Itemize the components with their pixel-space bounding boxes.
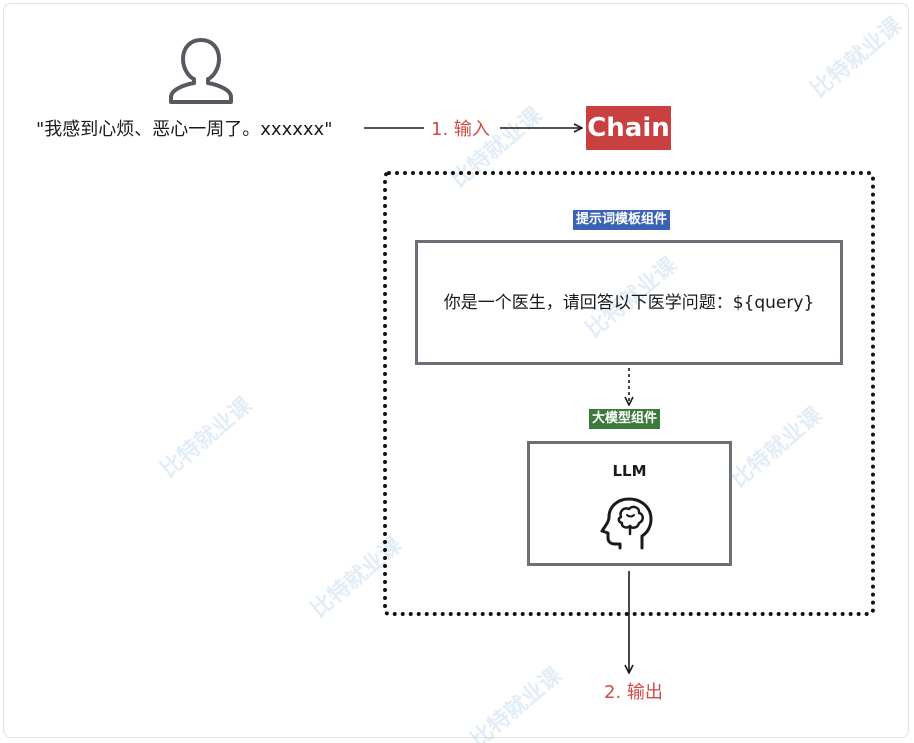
llm-box: LLM xyxy=(527,441,732,566)
prompt-template-box: 你是一个医生，请回答以下医学问题：${query} xyxy=(415,240,843,365)
user-input-text: "我感到心烦、恶心一周了。xxxxxx" xyxy=(36,119,333,140)
step-output-label: 2. 输出 xyxy=(604,682,663,703)
user-icon xyxy=(169,38,233,104)
prompt-template-tag: 提示词模板组件 xyxy=(573,210,671,230)
llm-component-tag: 大模型组件 xyxy=(589,409,661,429)
step-input-label: 1. 输入 xyxy=(431,119,490,140)
brain-head-icon xyxy=(600,497,653,550)
chain-box: Chain xyxy=(586,106,671,150)
prompt-template-text: 你是一个医生，请回答以下医学问题：${query} xyxy=(443,292,815,313)
llm-title: LLM xyxy=(612,462,647,480)
diagram-frame xyxy=(3,3,909,738)
